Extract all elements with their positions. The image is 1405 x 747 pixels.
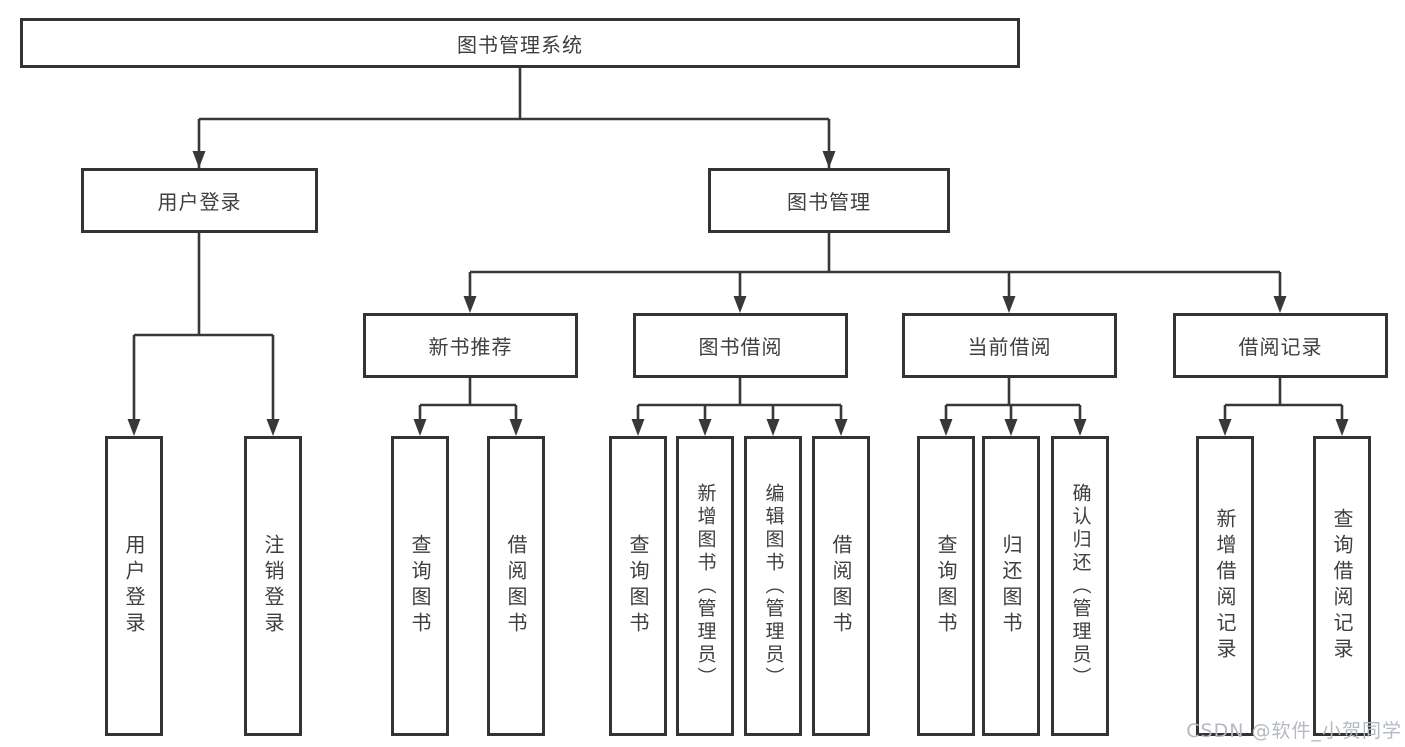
node-label: 借阅图书 (504, 534, 528, 638)
node-label: 查询借阅记录 (1330, 508, 1354, 664)
leaf-return-book: 归还图书 (982, 436, 1040, 736)
node-label: 借阅图书 (829, 534, 853, 638)
leaf-user-login: 用户登录 (105, 436, 163, 736)
leaf-logout: 注销登录 (244, 436, 302, 736)
node-label: 图书借阅 (698, 335, 783, 359)
leaf-borrow-books: 借阅图书 (812, 436, 870, 736)
node-label: 新增图书（管理员） (694, 482, 717, 690)
node-label: 新书推荐 (428, 335, 513, 359)
csdn-watermark: CSDN @软件_小贺同学 (1186, 720, 1402, 742)
node-label: 当前借阅 (967, 335, 1052, 359)
node-book-management: 图书管理 (708, 168, 950, 233)
node-user-login: 用户登录 (81, 168, 318, 233)
node-label: 借阅记录 (1238, 335, 1323, 359)
node-label: 用户登录 (122, 534, 146, 638)
leaf-borrow-books-recommend: 借阅图书 (487, 436, 545, 736)
node-current-borrow: 当前借阅 (902, 313, 1117, 378)
node-label: 注销登录 (261, 534, 285, 638)
leaf-edit-book-admin: 编辑图书（管理员） (744, 436, 802, 736)
node-book-borrow: 图书借阅 (633, 313, 848, 378)
node-label: 图书管理 (787, 190, 871, 214)
node-label: 归还图书 (999, 534, 1023, 638)
node-label: 图书管理系统 (457, 32, 583, 57)
leaf-query-books-current: 查询图书 (917, 436, 975, 736)
node-library-system: 图书管理系统 (20, 18, 1020, 68)
leaf-query-books-borrow: 查询图书 (609, 436, 667, 736)
node-borrow-records: 借阅记录 (1173, 313, 1388, 378)
node-label: 编辑图书（管理员） (762, 482, 785, 690)
leaf-confirm-return-admin: 确认归还（管理员） (1051, 436, 1109, 736)
leaf-query-borrow-record: 查询借阅记录 (1313, 436, 1371, 736)
leaf-query-books-recommend: 查询图书 (391, 436, 449, 736)
leaf-add-borrow-record: 新增借阅记录 (1196, 436, 1254, 736)
node-label: 用户登录 (157, 190, 242, 214)
node-label: 查询图书 (408, 534, 432, 638)
node-label: 查询图书 (934, 534, 958, 638)
node-label: 新增借阅记录 (1213, 508, 1237, 664)
node-label: 确认归还（管理员） (1069, 482, 1092, 690)
node-new-book-recommend: 新书推荐 (363, 313, 578, 378)
node-label: 查询图书 (626, 534, 650, 638)
leaf-add-book-admin: 新增图书（管理员） (676, 436, 734, 736)
